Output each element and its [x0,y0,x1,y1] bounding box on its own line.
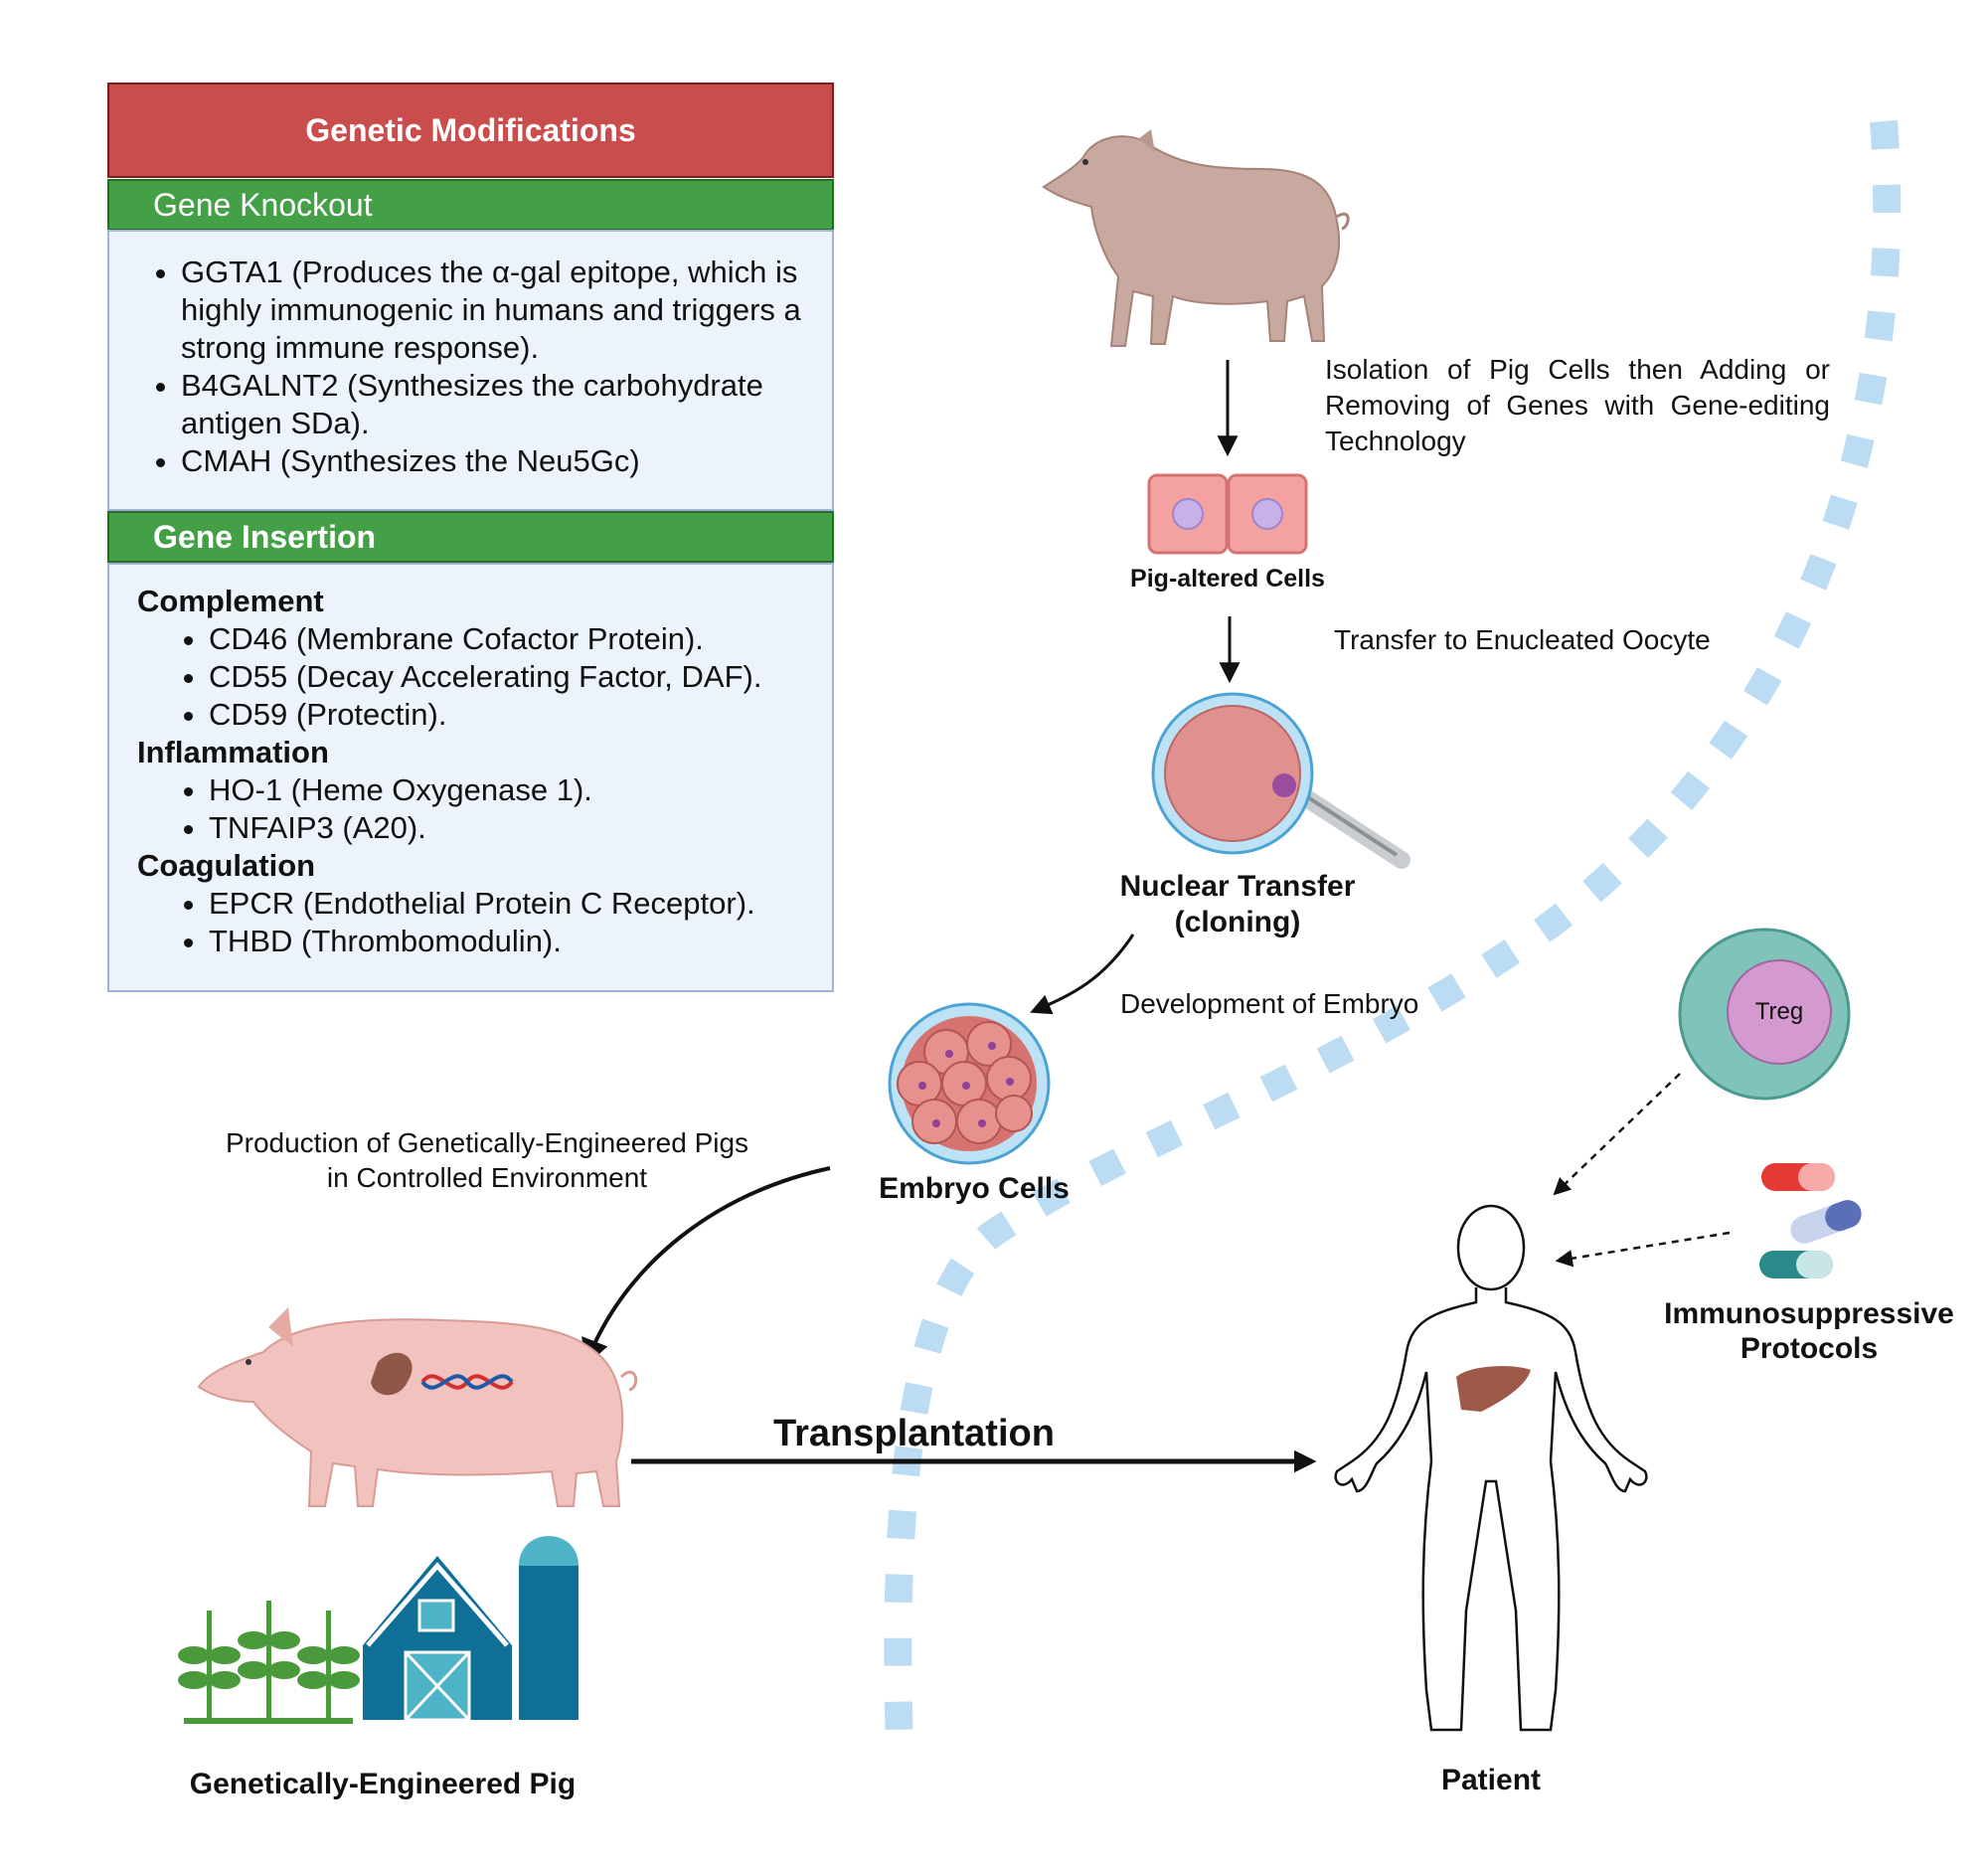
gene-knockout-list: GGTA1 (Produces the α-gal epitope, which… [109,232,832,480]
complement-heading: Complement [137,584,324,618]
transfer-label: Transfer to Enucleated Oocyte [1334,624,1711,655]
list-item: HO-1 (Heme Oxygenase 1). [209,771,822,809]
gene-insertion-list-box: Complement CD46 (Membrane Cofactor Prote… [107,563,834,992]
list-item: B4GALNT2 (Synthesizes the carbohydrate a… [181,367,822,442]
treg-cell-icon [1678,928,1851,1101]
list-item: EPCR (Endothelial Protein C Receptor). [209,885,822,923]
list-item: CD55 (Decay Accelerating Factor, DAF). [209,658,822,696]
treg-label: Treg [1754,998,1804,1025]
arrow-to-ge-pig [581,1166,831,1368]
isolation-label: Isolation of Pig Cells then Adding or Re… [1325,354,1830,456]
pig-altered-cells-label: Pig-altered Cells [1130,565,1325,593]
inflammation-heading: Inflammation [137,735,329,769]
cloning-label: (cloning) [1174,906,1301,938]
coagulation-list: EPCR (Endothelial Protein C Receptor). T… [137,885,822,960]
divider-dashed-curve [884,119,1902,1751]
list-item: THBD (Thrombomodulin). [209,923,822,960]
inflammation-list: HO-1 (Heme Oxygenase 1). TNFAIP3 (A20). [137,771,822,847]
list-item: GGTA1 (Produces the α-gal epitope, which… [181,254,822,367]
pills-icon [1759,1163,1862,1278]
embryo-cells-icon [888,1002,1051,1165]
gene-knockout-title: Gene Knockout [107,179,834,231]
pig-altered-cells-icon [1147,473,1308,555]
complement-list: CD46 (Membrane Cofactor Protein). CD55 (… [137,620,822,734]
embryo-cells-label: Embryo Cells [879,1172,1070,1205]
ge-pig-label: Genetically-Engineered Pig [189,1768,577,1800]
pig-icon [1042,129,1350,347]
arrow-to-embryo [1030,934,1135,1015]
gene-insertion-title: Gene Insertion [107,511,834,563]
patient-label: Patient [1440,1764,1542,1796]
immunosuppressive-label: Immunosuppressive [1664,1297,1954,1330]
nuclear-transfer-label: Nuclear Transfer [1119,870,1356,903]
production-label-line1: Production of Genetically-Engineered Pig… [225,1127,749,1158]
oocyte-nuclear-transfer-icon [1151,692,1410,869]
gene-knockout-list-box: GGTA1 (Produces the α-gal epitope, which… [107,230,834,511]
protocols-label: Protocols [1740,1332,1879,1365]
list-item: CD59 (Protectin). [209,696,822,734]
coagulation-heading: Coagulation [137,848,316,883]
genetic-modifications-title: Genetic Modifications [107,83,834,178]
farm-icon [178,1536,579,1724]
transplantation-label: Transplantation [773,1413,1055,1454]
ge-pig-icon [197,1307,638,1507]
production-label-line2: in Controlled Environment [326,1162,648,1193]
list-item: TNFAIP3 (A20). [209,809,822,847]
arrow-treg-to-patient [1553,1073,1681,1196]
development-label: Development of Embryo [1120,988,1419,1019]
liver-icon [1456,1366,1531,1412]
patient-body-icon [1334,1204,1648,1732]
list-item: CD46 (Membrane Cofactor Protein). [209,620,822,658]
arrow-pills-to-patient [1555,1231,1731,1268]
list-item: CMAH (Synthesizes the Neu5Gc) [181,442,822,480]
